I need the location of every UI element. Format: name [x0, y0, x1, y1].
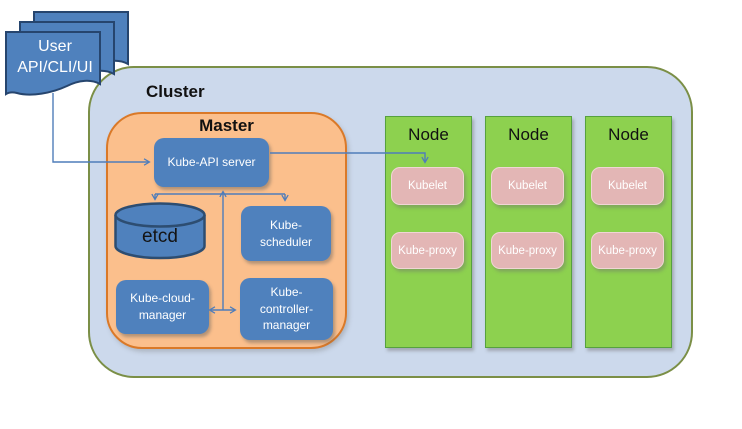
node-container-2: Node Kubelet Kube-proxy: [485, 116, 572, 348]
user-api-shape: User API/CLI/UI: [4, 10, 130, 104]
node-label: Node: [608, 125, 649, 144]
node-label: Node: [508, 125, 549, 144]
kube-api-server-box: Kube-API server: [154, 138, 269, 187]
user-shape-line2: API/CLI/UI: [17, 59, 93, 76]
etcd-label: etcd: [142, 226, 178, 247]
user-shape-label: User API/CLI/UI: [6, 36, 104, 78]
kube-controller-manager-box: Kube-controller-manager: [240, 278, 333, 340]
master-label: Master: [199, 116, 254, 135]
cluster-container: Cluster Master Kube-API server etcd Kube…: [88, 66, 693, 378]
cylinder-shape-icon: [114, 202, 206, 260]
kubelet-box: Kubelet: [591, 167, 664, 205]
kube-proxy-box: Kube-proxy: [391, 232, 464, 269]
master-container: Master Kube-API server etcd Kube-schedul…: [106, 112, 347, 349]
kubelet-box: Kubelet: [491, 167, 564, 205]
kube-cloud-manager-box: Kube-cloud-manager: [116, 280, 209, 334]
user-shape-line1: User: [38, 38, 72, 55]
kube-proxy-box: Kube-proxy: [591, 232, 664, 269]
node-label: Node: [408, 125, 449, 144]
node-container-1: Node Kubelet Kube-proxy: [385, 116, 472, 348]
etcd-cylinder: etcd: [114, 202, 206, 260]
stacked-documents-icon: [5, 11, 129, 96]
kube-proxy-box: Kube-proxy: [491, 232, 564, 269]
kube-scheduler-box: Kube-scheduler: [241, 206, 331, 261]
cluster-label: Cluster: [146, 82, 205, 101]
kubelet-box: Kubelet: [391, 167, 464, 205]
node-container-3: Node Kubelet Kube-proxy: [585, 116, 672, 348]
